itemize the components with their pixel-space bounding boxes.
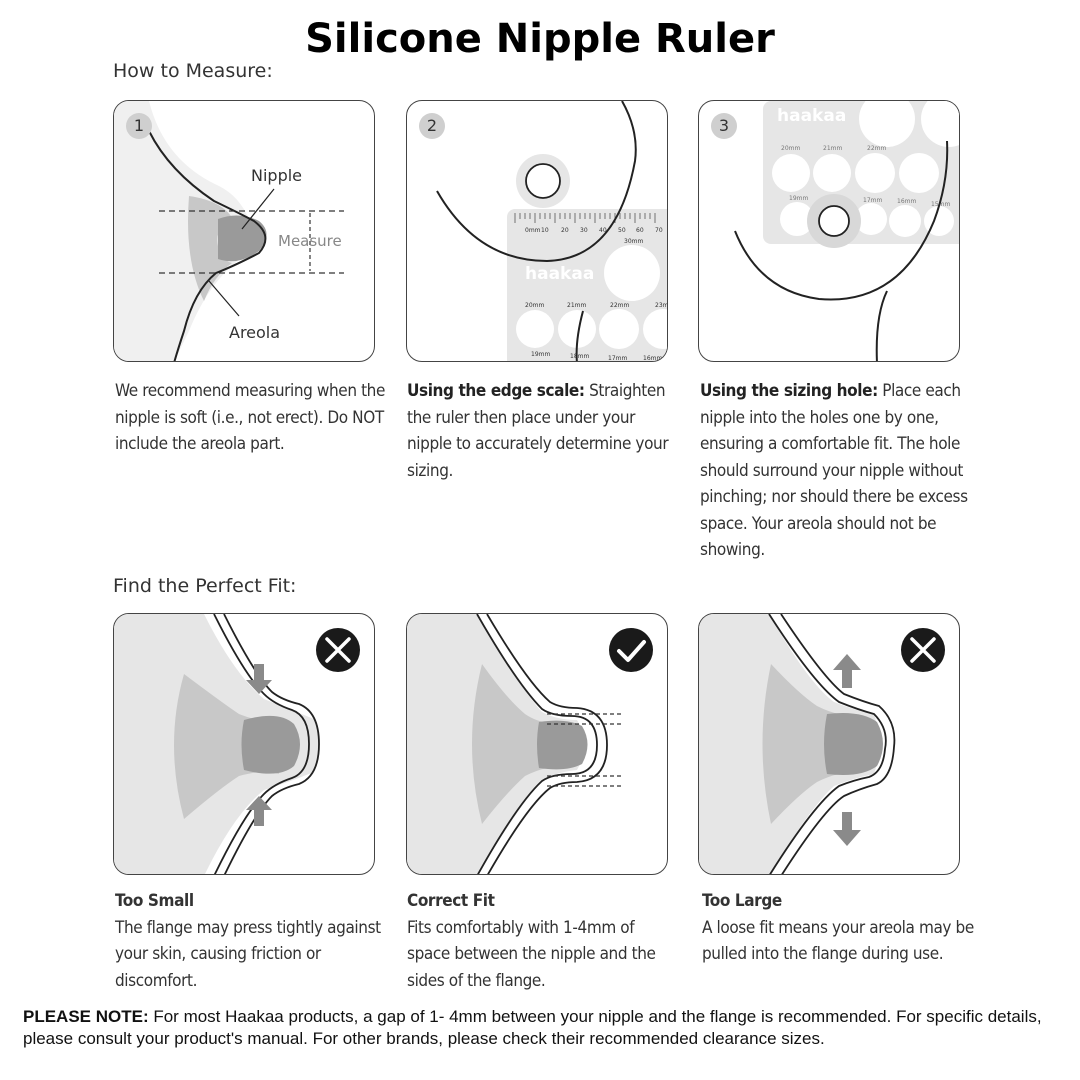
correct-fit-panel (406, 613, 668, 875)
hole-label: 20mm (525, 302, 544, 309)
step-3-text: Place each nipple into the holes one by … (700, 381, 968, 560)
note-bold: PLEASE NOTE: (23, 1007, 149, 1026)
step-3-caption: Using the sizing hole: Place each nipple… (700, 378, 972, 564)
scale-tick: 30 (580, 227, 588, 234)
edge-scale-illustration: 0mm 10 20 30 40 50 60 70 haakaa 30mm 20m… (436, 101, 668, 362)
too-large-text: A loose fit means your areola may be pul… (702, 917, 974, 965)
step-2-bold: Using the edge scale: (407, 381, 585, 401)
too-large-panel (698, 613, 960, 875)
hole-label: 21mm (823, 145, 842, 152)
scale-tick: 70 (655, 227, 663, 234)
step-1-badge: 1 (126, 113, 152, 139)
hole-label: 16mm (897, 198, 916, 205)
step-2-caption: Using the edge scale: Straighten the rul… (407, 378, 679, 484)
scale-tick: 10 (541, 227, 549, 234)
hole-label: 22mm (610, 302, 629, 309)
hole-label: 21mm (567, 302, 586, 309)
nipple-label: Nipple (251, 166, 302, 185)
arrow-up-icon (246, 796, 272, 826)
arrow-down-icon (246, 664, 272, 694)
note-text: For most Haakaa products, a gap of 1- 4m… (23, 1007, 1042, 1048)
areola-label: Areola (229, 323, 280, 342)
please-note: PLEASE NOTE: For most Haakaa products, a… (23, 1006, 1063, 1050)
page-title: Silicone Nipple Ruler (305, 16, 775, 62)
step-1-panel: Nipple Measure Areola 1 (113, 100, 375, 362)
step-1-caption: We recommend measuring when the nipple i… (115, 378, 387, 458)
too-large-caption: Too Large A loose fit means your areola … (702, 888, 974, 968)
hole-label: 18mm (570, 353, 589, 360)
too-small-caption: Too Small The flange may press tightly a… (115, 888, 387, 994)
hole-label: 22mm (867, 145, 886, 152)
step-3-bold: Using the sizing hole: (700, 381, 878, 401)
hole-label: 19mm (789, 195, 808, 202)
how-to-measure-heading: How to Measure: (113, 60, 273, 82)
hole-label: 16mm (643, 355, 662, 362)
brand-logo: haakaa (777, 106, 846, 126)
scale-tick: 0mm (525, 227, 541, 234)
step-2-panel: 0mm 10 20 30 40 50 60 70 haakaa 30mm 20m… (406, 100, 668, 362)
too-large-illustration (699, 614, 945, 874)
arrow-down-icon (833, 812, 861, 846)
arrow-up-icon (833, 654, 861, 688)
hole-label: 19mm (531, 351, 550, 358)
nipple-measure-illustration: Nipple Measure Areola (114, 101, 344, 361)
correct-fit-title: Correct Fit (407, 891, 495, 911)
scale-tick: 20 (561, 227, 569, 234)
check-mark-icon (609, 628, 653, 672)
scale-tick: 60 (636, 227, 644, 234)
step-2-text: Straighten the ruler then place under yo… (407, 381, 669, 481)
step-1-text: We recommend measuring when the nipple i… (115, 381, 385, 454)
hole-label: 23mm (655, 302, 668, 309)
too-small-panel (113, 613, 375, 875)
step-3-badge: 3 (711, 113, 737, 139)
sizing-hole-illustration: haakaa 20mm 21mm 22mm 19mm 18mm 17mm 16m… (734, 101, 959, 361)
find-fit-heading: Find the Perfect Fit: (113, 575, 297, 597)
step-3-panel: haakaa 20mm 21mm 22mm 19mm 18mm 17mm 16m… (698, 100, 960, 362)
step-2-badge: 2 (419, 113, 445, 139)
too-small-text: The flange may press tightly against you… (115, 917, 381, 991)
correct-fit-text: Fits comfortably with 1-4mm of space bet… (407, 917, 656, 991)
hole-label: 17mm (608, 355, 627, 362)
measure-label: Measure (278, 232, 342, 250)
too-small-illustration (114, 614, 360, 874)
too-large-title: Too Large (702, 891, 782, 911)
scale-tick: 40 (599, 227, 607, 234)
hole-label: 17mm (863, 197, 882, 204)
hole-label: 20mm (781, 145, 800, 152)
brand-logo: haakaa (525, 264, 594, 284)
correct-fit-illustration (407, 614, 653, 874)
correct-fit-caption: Correct Fit Fits comfortably with 1-4mm … (407, 888, 679, 994)
hole-label: 30mm (624, 238, 643, 245)
too-small-title: Too Small (115, 891, 194, 911)
hole-label: 15mm (931, 201, 950, 208)
scale-tick: 50 (618, 227, 626, 234)
